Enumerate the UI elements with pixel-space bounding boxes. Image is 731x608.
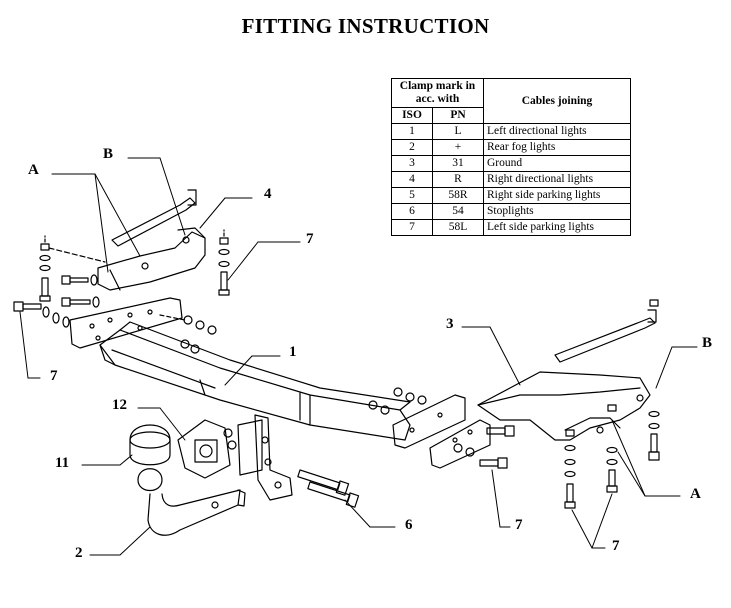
right-plate-nuts <box>368 387 475 457</box>
desc-cell: Right side parking lights <box>483 187 631 204</box>
desc-cell: Right directional lights <box>483 171 631 188</box>
label-12: 12 <box>112 397 127 413</box>
left-horizontal-bolts <box>13 274 100 328</box>
left-side-bracket <box>97 227 206 291</box>
right-bolt-stack <box>564 299 660 509</box>
table-row: 5 58R Right side parking lights <box>391 187 631 204</box>
label-4: 4 <box>264 186 272 202</box>
left-plate-nuts <box>159 314 217 354</box>
socket-plate <box>177 419 231 479</box>
label-a-left: A <box>28 162 39 178</box>
right-strap <box>554 309 657 363</box>
label-7-mid: 7 <box>515 517 523 533</box>
label-6: 6 <box>405 517 413 533</box>
left-strap <box>111 189 197 247</box>
label-b-left: B <box>103 146 114 162</box>
label-1: 1 <box>289 344 297 360</box>
left-bolt-stack <box>39 235 106 302</box>
right-horizontal-bolts <box>479 425 515 469</box>
table-row: 4 R Right directional lights <box>391 171 631 188</box>
label-a-right: A <box>690 486 701 502</box>
mounting-flange <box>237 414 293 501</box>
label-2: 2 <box>75 545 83 561</box>
label-11: 11 <box>55 455 70 471</box>
label-3: 3 <box>446 316 454 332</box>
left-mounting-plate <box>69 297 183 349</box>
leader-lines <box>19 157 698 556</box>
label-7-top: 7 <box>306 231 314 247</box>
right-mounting-plate <box>392 394 491 469</box>
right-side-bracket <box>477 371 651 441</box>
upper-bolt-stack <box>218 229 230 296</box>
page-title: FITTING INSTRUCTION <box>241 14 490 38</box>
table-row: 7 58L Left side parking lights <box>391 219 631 236</box>
label-7-left: 7 <box>50 368 58 384</box>
ball-hitch <box>129 424 246 536</box>
label-b-right: B <box>702 335 713 351</box>
label-7-bottom: 7 <box>612 538 620 554</box>
pn-header: PN <box>432 107 484 124</box>
cable-joining-table: Clamp mark in acc. with Cables joining I… <box>391 78 631 236</box>
table-row: 6 54 Stoplights <box>391 203 631 220</box>
desc-cell: Left side parking lights <box>483 219 631 236</box>
table-header-row: Clamp mark in acc. with Cables joining <box>391 78 631 124</box>
pn-cell: 58R <box>432 187 484 204</box>
clamp-mark-header: Clamp mark in acc. with <box>391 78 484 108</box>
cables-joining-header: Cables joining <box>483 78 631 124</box>
main-crossbar <box>99 321 411 441</box>
center-bolts <box>223 428 360 508</box>
desc-cell: Stoplights <box>483 203 631 220</box>
